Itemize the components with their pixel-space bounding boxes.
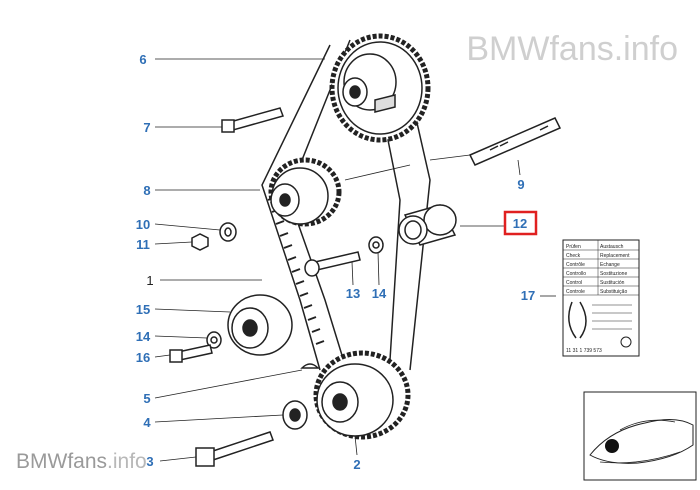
- callout-13: 13: [346, 286, 360, 301]
- bolt-13: [304, 251, 361, 277]
- watermark-top-brand: BMWfans: [466, 30, 614, 68]
- callout-5: 5: [143, 391, 150, 406]
- washer-14a: [206, 331, 222, 349]
- label-row-1-col-1: Prüfen: [566, 244, 581, 250]
- callout-7: 7: [143, 120, 150, 135]
- watermark-top-suffix: .info: [613, 30, 678, 68]
- engine-location-marker: [605, 439, 619, 453]
- label-row-4-col-1: Controllo: [566, 271, 586, 277]
- watermark-bottom: BMWfans.info: [16, 450, 147, 474]
- bolt-7: [221, 107, 284, 133]
- callout-9: 9: [517, 177, 524, 192]
- leader-lines: [154, 58, 556, 462]
- camshaft-sprocket: [329, 33, 431, 143]
- key-5: [300, 363, 320, 369]
- label-footer: 11 31 1 739 573: [566, 348, 602, 354]
- label-row-2-col-1: Check: [566, 253, 581, 259]
- highlight-box: [503, 210, 538, 236]
- watermark-bottom-brand: BMWfans: [16, 450, 108, 473]
- callout-10: 10: [136, 217, 150, 232]
- callout-11: 11: [136, 237, 150, 252]
- washer-14b: [368, 236, 384, 254]
- car-location-thumbnail: [583, 391, 697, 481]
- callout-4: 4: [143, 415, 151, 430]
- label-row-6-col-1: Controle: [566, 289, 585, 295]
- crankshaft-sprocket: [313, 350, 411, 440]
- bmw-roundel-icon: [620, 336, 632, 348]
- callout-3: 3: [146, 454, 153, 469]
- callout-14-lower: 14: [136, 329, 151, 344]
- callout-14-upper: 14: [372, 286, 387, 301]
- bolt-3: [195, 431, 274, 467]
- stud-shaft: [468, 117, 562, 166]
- label-row-4-col-2: Sostituzione: [600, 271, 627, 277]
- bolt-16: [169, 344, 213, 363]
- callout-6: 6: [139, 52, 146, 67]
- hub-4: [282, 400, 308, 430]
- callout-17: 17: [521, 288, 535, 303]
- sleeve-part-12: [398, 204, 457, 246]
- callout-8: 8: [143, 183, 150, 198]
- callout-1: 1: [146, 273, 153, 288]
- callout-15: 15: [136, 302, 150, 317]
- label-row-1-col-2: Austausch: [600, 244, 624, 250]
- watermark-bottom-suffix: .info: [107, 450, 147, 473]
- callout-16: 16: [136, 350, 150, 365]
- intermediate-sprocket: [268, 157, 342, 227]
- nut-11: [191, 233, 209, 251]
- label-card: Prüfen Austausch Check Replacement Contr…: [562, 239, 640, 357]
- label-row-3-col-2: Echange: [600, 262, 620, 268]
- label-row-2-col-2: Replacement: [600, 253, 630, 259]
- label-row-6-col-2: Substituição: [600, 289, 627, 295]
- callout-12[interactable]: 12: [513, 216, 527, 231]
- label-row-3-col-1: Contrôle: [566, 262, 585, 268]
- tensioner-roller: [227, 294, 293, 356]
- watermark-top: BMWfans.info: [466, 30, 678, 69]
- label-row-5-col-1: Control: [566, 280, 582, 286]
- washer-10: [219, 222, 237, 242]
- label-row-5-col-2: Sustitución: [600, 280, 625, 286]
- callout-2: 2: [353, 457, 360, 472]
